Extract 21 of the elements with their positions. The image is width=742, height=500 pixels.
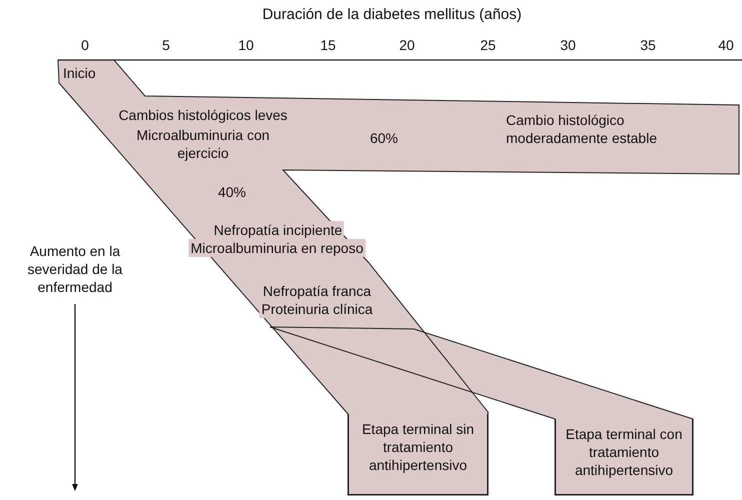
tick-label: 30 <box>559 36 577 54</box>
stage-label: Cambio histológico moderadamente estable <box>506 111 658 147</box>
stage-label: Inicio <box>63 64 97 82</box>
stage-label: Microalbuminuria en reposo <box>188 239 366 257</box>
stage-label: Cambios histológicos leves <box>118 106 288 124</box>
stage-label: Microalbuminuria con ejercicio <box>135 126 271 162</box>
tick-label: 10 <box>237 36 255 54</box>
percentage-label: 60% <box>368 129 400 147</box>
tick-label: 20 <box>398 36 416 54</box>
stage-box: Etapa terminal sin tratamiento antihipertensivo <box>348 414 488 495</box>
tick-label: 0 <box>80 36 90 54</box>
tick-label: 25 <box>479 36 497 54</box>
percentage-label: 40% <box>216 183 248 201</box>
axis-title: Duración de la diabetes mellitus (años) <box>261 6 523 24</box>
tick-label: 15 <box>319 36 337 54</box>
stage-box: Etapa terminal con tratamiento antihipertensivo <box>555 419 693 495</box>
tick-label: 40 <box>717 36 735 54</box>
tick-label: 5 <box>161 36 171 54</box>
stage-label: Nefropatía incipiente <box>212 221 344 239</box>
tick-label: 35 <box>639 36 657 54</box>
axis-label: Aumento en la severidad de la enfermedad <box>26 242 124 296</box>
